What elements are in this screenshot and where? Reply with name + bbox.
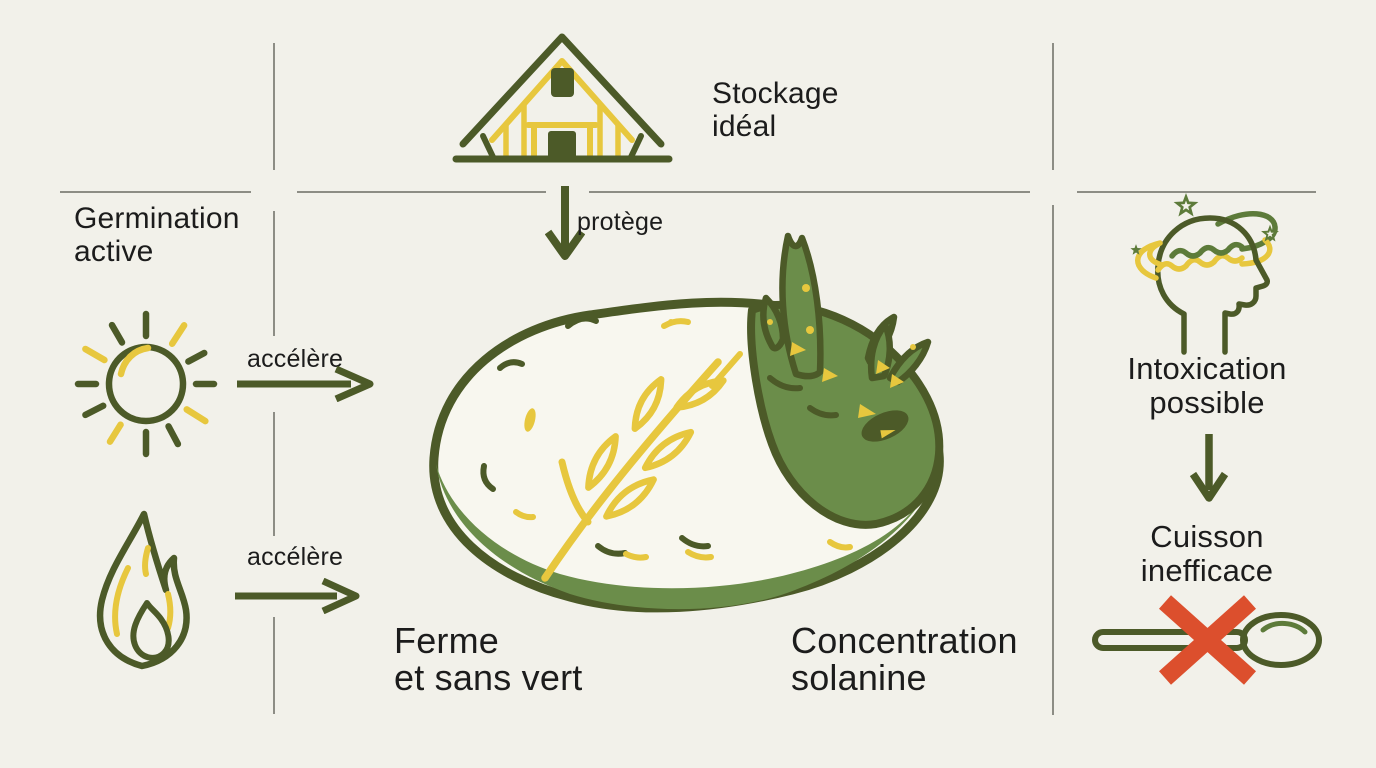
red-x-icon: [1159, 595, 1256, 685]
divider-line: [273, 211, 275, 336]
toxic-caption-line2: solanine: [791, 657, 927, 698]
divider-line: [1077, 191, 1316, 193]
dizzy-head-icon: [1130, 193, 1279, 355]
star-icon: [1173, 193, 1199, 217]
divider-line: [273, 617, 275, 714]
divider-line: [273, 412, 275, 536]
heat-arrow-label: accélère: [247, 543, 344, 571]
protect-arrow-label: protège: [577, 208, 664, 236]
storage-label-line2: idéal: [712, 110, 777, 143]
divider-line: [60, 191, 251, 193]
sun-icon: [74, 310, 218, 458]
barn-house-icon: [452, 33, 673, 163]
intoxication-label-line1: Intoxication: [1127, 351, 1287, 386]
divider-line: [1052, 43, 1054, 170]
intoxication-label-line2: possible: [1149, 385, 1265, 420]
potato-with-green-sprouts-illustration: [429, 232, 944, 613]
divider-line: [297, 191, 546, 193]
cooking-label-line2: inefficace: [1140, 553, 1274, 588]
flame-icon: [96, 510, 190, 670]
crossed-out-spoon-icon: [1092, 595, 1322, 685]
germination-title-line1: Germination: [74, 202, 240, 235]
germination-title-line2: active: [74, 235, 154, 268]
healthy-caption-line1: Ferme: [394, 620, 500, 661]
sun-arrow-label: accélère: [247, 345, 344, 373]
wheat-stalk-drawing: [541, 351, 743, 582]
sun-arrow-right-icon: [237, 366, 374, 402]
toxic-caption-line1: Concentration: [791, 620, 1018, 661]
protect-arrow-down-icon: [545, 186, 585, 260]
cooking-label-line1: Cuisson: [1150, 519, 1264, 554]
heat-arrow-right-icon: [235, 578, 360, 614]
divider-line: [589, 191, 1030, 193]
healthy-caption-line2: et sans vert: [394, 657, 583, 698]
risk-arrow-down-icon: [1189, 434, 1229, 502]
divider-line: [1052, 205, 1054, 715]
storage-label-line1: Stockage: [712, 77, 839, 110]
divider-line: [273, 43, 275, 170]
